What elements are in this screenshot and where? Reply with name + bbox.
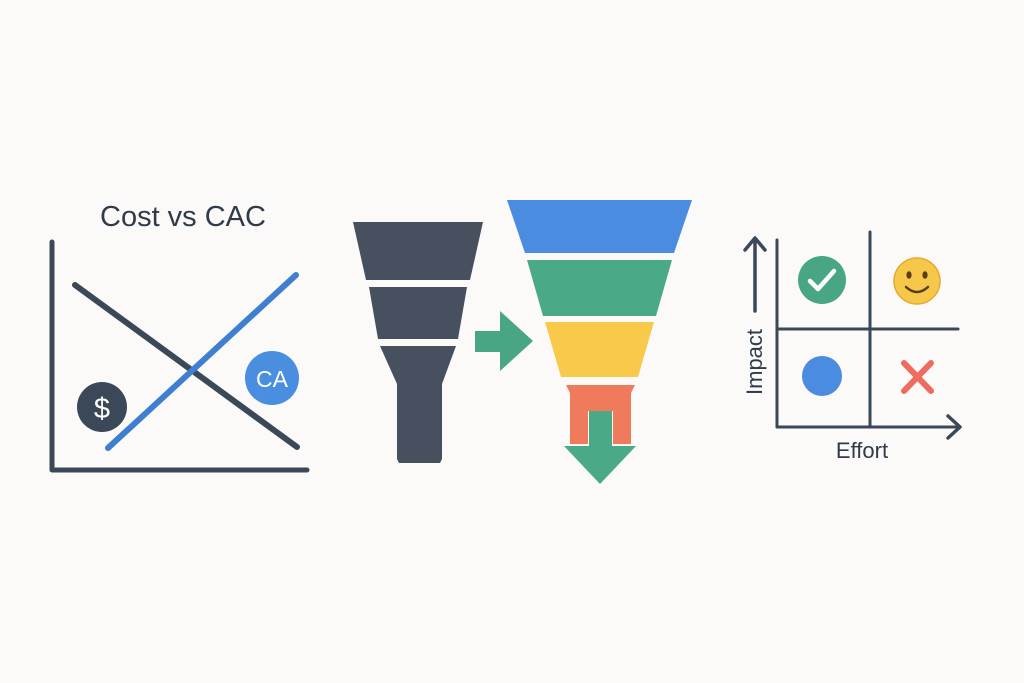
x-mark-icon <box>901 360 934 394</box>
color-funnel-stage-2 <box>527 260 672 316</box>
check-circle-icon <box>798 256 846 304</box>
cost-chart-title: Cost vs CAC <box>100 201 266 233</box>
arrow-down-icon <box>564 411 636 484</box>
ca-badge: CA <box>245 351 299 405</box>
dark-funnel <box>353 222 483 463</box>
dollar-badge-circle <box>77 382 127 432</box>
color-funnel-stage-1 <box>507 200 692 253</box>
dot-circle-icon <box>802 356 842 396</box>
impact-axis-label: Impact <box>742 329 767 395</box>
cost-chart-axes <box>49 239 310 473</box>
dollar-badge: $ <box>77 382 127 432</box>
impact-effort-matrix: Impact Effort <box>742 230 962 463</box>
smiley-icon <box>893 257 941 305</box>
cost-line <box>72 282 300 450</box>
dark-funnel-stage-2 <box>369 287 467 339</box>
effort-axis-label: Effort <box>836 438 888 463</box>
ca-badge-label: CA <box>256 366 289 392</box>
effort-axis-arrow <box>946 414 962 440</box>
dark-funnel-stage-1 <box>353 222 483 280</box>
cost-vs-cac-chart: Cost vs CAC $ CA <box>49 201 310 473</box>
arrow-right-icon <box>475 311 533 371</box>
ca-badge-circle <box>245 351 299 405</box>
impact-axis-arrow <box>743 236 767 313</box>
cac-line <box>105 272 299 451</box>
dollar-icon: $ <box>94 393 110 425</box>
color-funnel-stage-3 <box>545 322 654 377</box>
color-funnel <box>507 200 692 484</box>
color-funnel-spout <box>566 385 635 444</box>
dark-funnel-stage-3 <box>380 346 456 463</box>
